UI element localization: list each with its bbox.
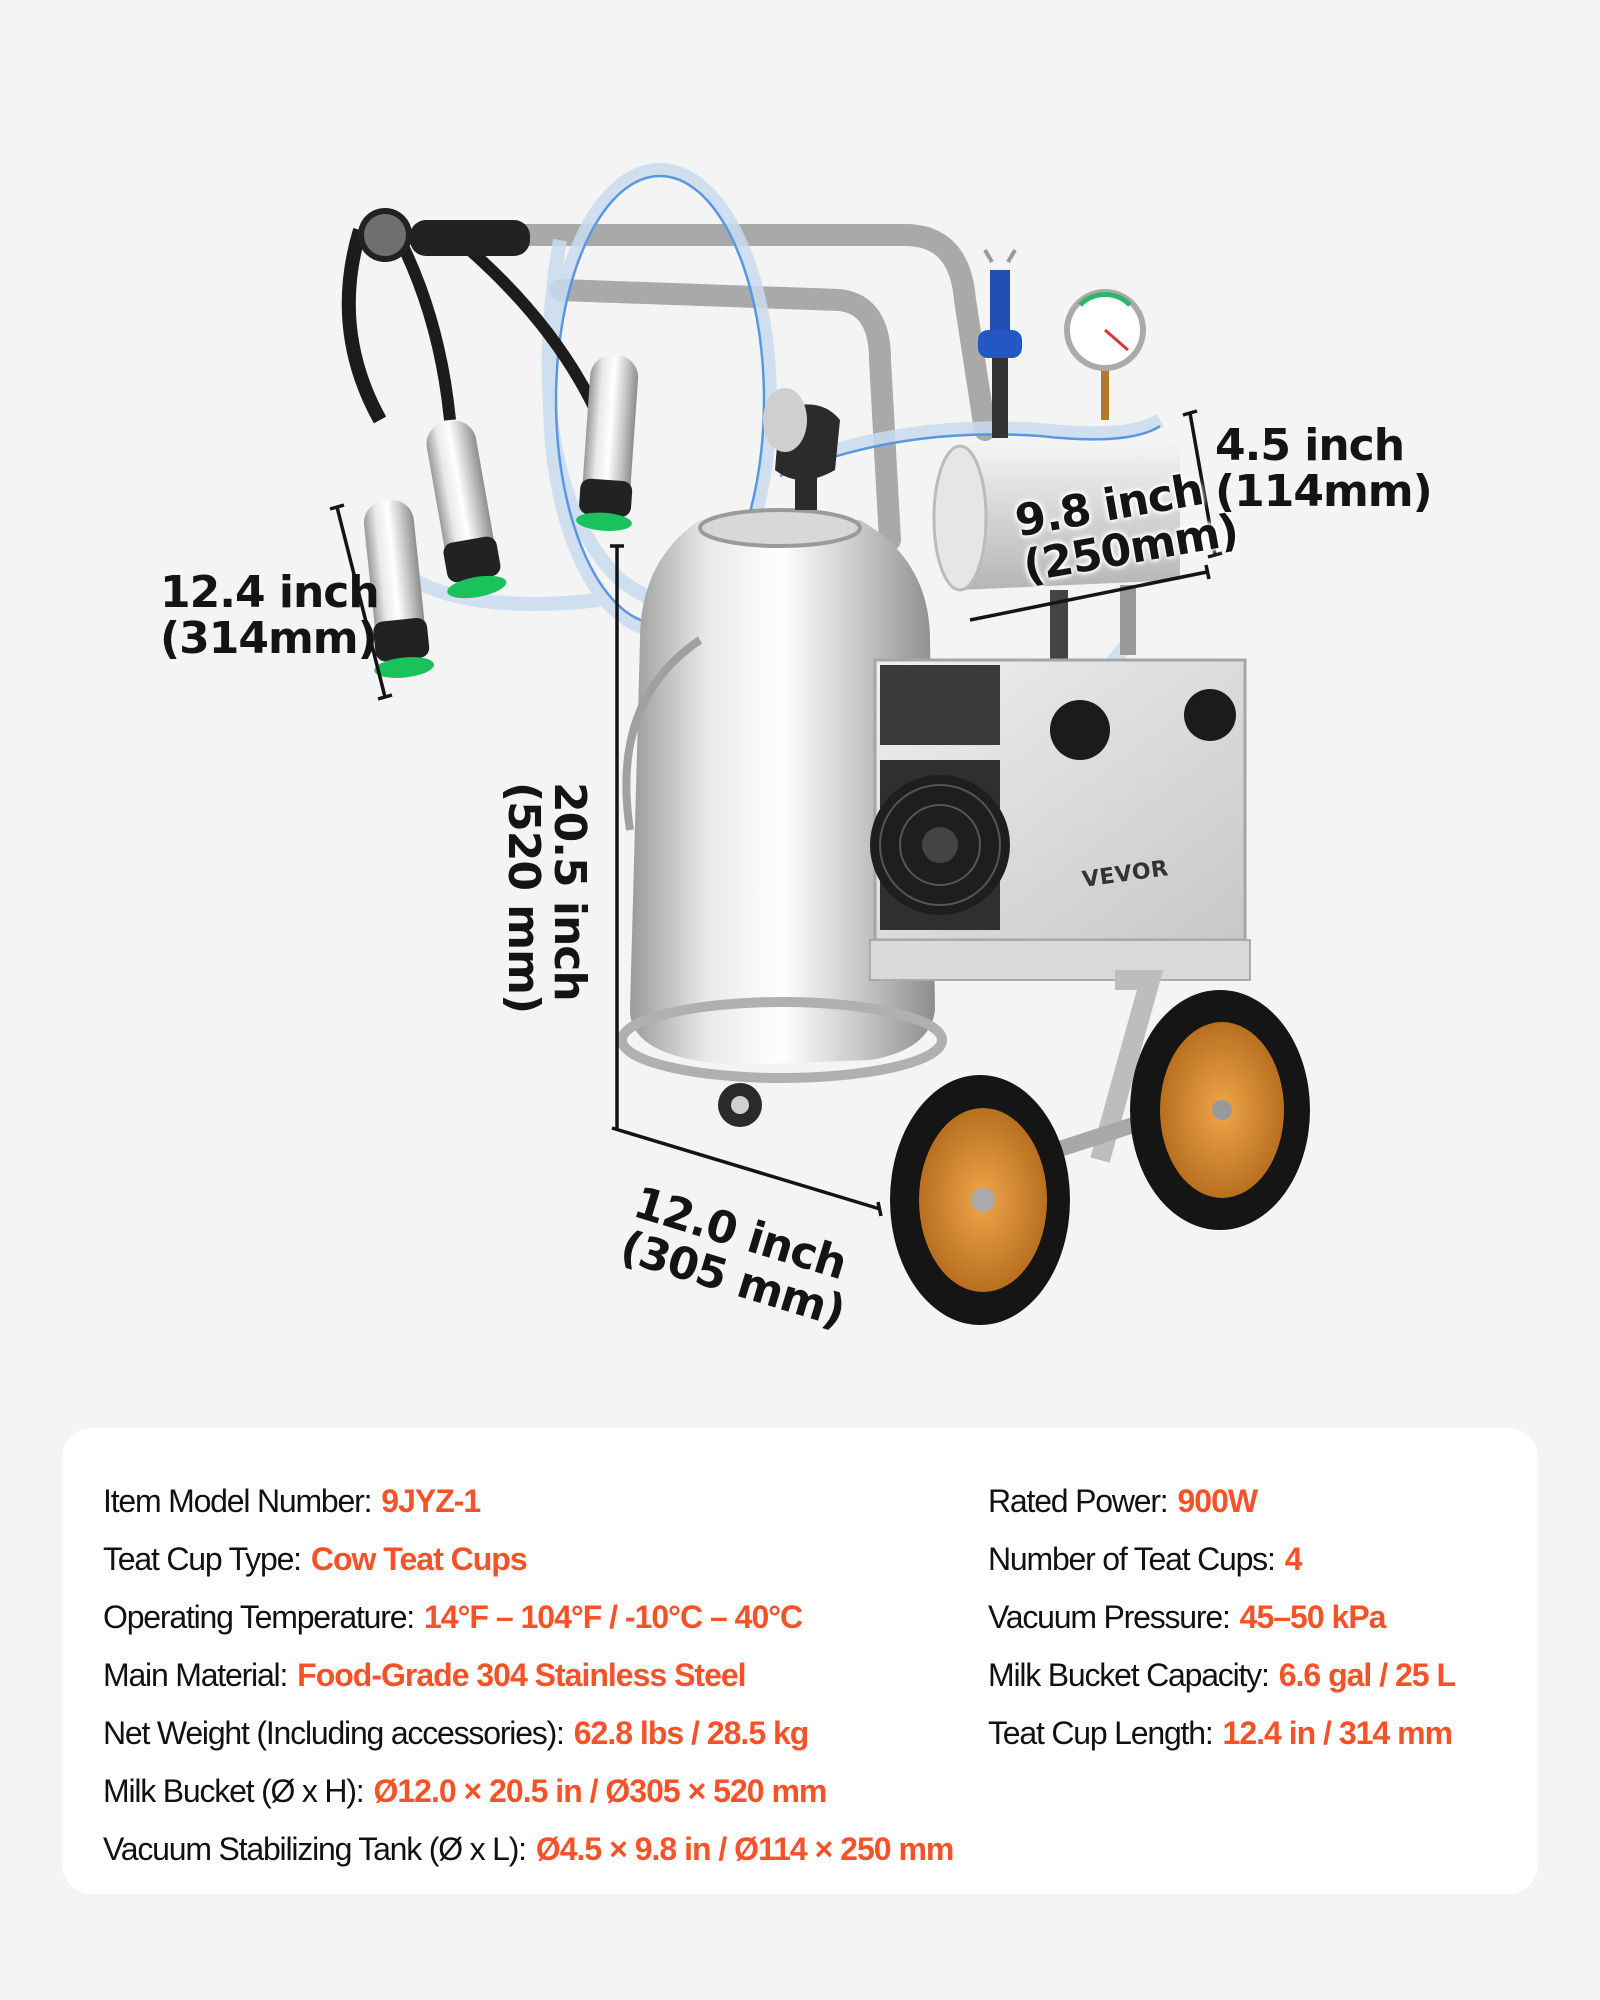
spec-value: Ø4.5 × 9.8 in / Ø114 × 250 mm [535, 1831, 954, 1867]
dimension-metric: (520 mm) [498, 782, 549, 1014]
dimension-lines [329, 409, 1223, 1217]
spec-value: 6.6 gal / 25 L [1278, 1657, 1456, 1693]
spec-value: 4 [1284, 1541, 1303, 1577]
spec-value: Cow Teat Cups [310, 1541, 528, 1577]
spec-label: Number of Teat Cups: [988, 1541, 1276, 1577]
tank-diameter-label: 4.5 inch (114mm) [1215, 420, 1433, 517]
spec-label: Net Weight (Including accessories): [103, 1715, 565, 1751]
pump-unit [869, 658, 1251, 981]
spec-value: Food-Grade 304 Stainless Steel [297, 1657, 746, 1693]
spec-value: 900W [1177, 1483, 1258, 1519]
spec-row-milk-bucket: Milk Bucket (Ø x H):Ø12.0 × 20.5 in / Ø3… [103, 1762, 953, 1820]
spec-row-vacuum-tank: Vacuum Stabilizing Tank (Ø x L):Ø4.5 × 9… [103, 1820, 954, 1878]
spec-row-net-weight: Net Weight (Including accessories):62.8 … [103, 1704, 953, 1762]
spec-value: 45–50 kPa [1239, 1599, 1387, 1635]
spec-label: Teat Cup Length: [988, 1715, 1214, 1751]
spec-label: Item Model Number: [103, 1483, 372, 1519]
spec-label: Milk Bucket (Ø x H): [103, 1773, 365, 1809]
frame-handle [409, 224, 996, 551]
spec-row-teat-cup-length: Teat Cup Length:12.4 in / 314 mm [988, 1704, 1455, 1762]
spec-value: 9JYZ-1 [381, 1483, 481, 1519]
pressure-gauge [1064, 289, 1146, 420]
teat-cup-length-label: 12.4 inch (314mm) [160, 567, 380, 664]
milking-machine-illustration [329, 163, 1310, 1325]
spec-row-operating-temperature: Operating Temperature:14°F – 104°F / -10… [103, 1588, 953, 1646]
wheel-back [1130, 990, 1310, 1230]
spec-value: Ø12.0 × 20.5 in / Ø305 × 520 mm [373, 1773, 827, 1809]
spec-value: 62.8 lbs / 28.5 kg [573, 1715, 810, 1751]
dimension-imperial: 12.4 inch [160, 567, 380, 618]
spec-row-model: Item Model Number:9JYZ-1 [103, 1472, 953, 1530]
spec-label: Operating Temperature: [103, 1599, 415, 1635]
product-illustration: 12.4 inch (314mm) 20.5 inch (520 mm) 12.… [160, 163, 1433, 1337]
vacuum-regulator [978, 248, 1022, 438]
spec-row-teat-cup-count: Number of Teat Cups:4 [988, 1530, 1455, 1588]
spec-column-right: Rated Power:900W Number of Teat Cups:4 V… [988, 1472, 1456, 1762]
dimension-imperial: 20.5 inch [544, 782, 595, 1001]
spec-label: Teat Cup Type: [103, 1541, 302, 1577]
bucket-height-label: 20.5 inch (520 mm) [498, 782, 595, 1014]
spec-label: Rated Power: [988, 1483, 1169, 1519]
spec-label: Vacuum Pressure: [988, 1599, 1231, 1635]
pulsator [763, 388, 840, 510]
dimension-imperial: 4.5 inch [1215, 420, 1405, 471]
dimension-metric: (314mm) [160, 613, 378, 664]
claw-unit [341, 208, 606, 424]
spec-label: Vacuum Stabilizing Tank (Ø x L): [103, 1831, 527, 1867]
spec-column-left: Item Model Number:9JYZ-1 Teat Cup Type:C… [103, 1472, 954, 1878]
spec-label: Milk Bucket Capacity: [988, 1657, 1270, 1693]
teat-cups [363, 354, 701, 678]
milk-bucket [617, 508, 947, 1127]
wheel-front [890, 1075, 1070, 1325]
spec-label: Main Material: [103, 1657, 288, 1693]
spec-row-bucket-capacity: Milk Bucket Capacity:6.6 gal / 25 L [988, 1646, 1456, 1704]
spec-card: Item Model Number:9JYZ-1 Teat Cup Type:C… [62, 1428, 1538, 1894]
dimension-metric: (114mm) [1215, 466, 1433, 517]
spec-row-rated-power: Rated Power:900W [988, 1472, 1455, 1530]
spec-row-teat-cup-type: Teat Cup Type:Cow Teat Cups [103, 1530, 953, 1588]
vacuum-stabilizing-tank [932, 440, 1180, 660]
spec-value: 14°F – 104°F / -10°C – 40°C [423, 1599, 803, 1635]
spec-row-vacuum-pressure: Vacuum Pressure:45–50 kPa [988, 1588, 1455, 1646]
spec-row-main-material: Main Material:Food-Grade 304 Stainless S… [103, 1646, 953, 1704]
spec-value: 12.4 in / 314 mm [1222, 1715, 1453, 1751]
